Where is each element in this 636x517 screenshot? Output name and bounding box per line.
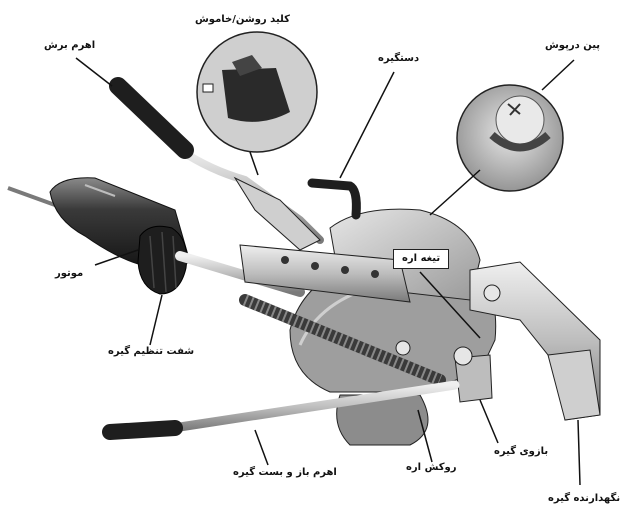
label-clamp-holder: نگهدارنده گیره [548, 493, 621, 504]
clamp-holder-shape [469, 261, 601, 421]
label-clamp-adjust-shaft: شفت تنظیم گیره [108, 346, 195, 357]
power-cable [7, 186, 56, 207]
clamp-lever [102, 380, 460, 440]
spring [239, 294, 446, 386]
clamp-adjust-knob [137, 225, 188, 295]
pivot-pin [453, 346, 473, 366]
pivot-pin-2 [395, 340, 411, 356]
label-lid-pin: پین درپوش [545, 40, 601, 51]
label-cutting-lever: اهرم برش [44, 40, 96, 51]
leader-lines [75, 57, 581, 486]
label-clamp-open-close-lever: اهرم باز و بست گیره [233, 467, 337, 478]
switch-inset [196, 31, 318, 153]
carry-handle [307, 178, 361, 220]
upper-plate [239, 244, 411, 303]
label-handle: دستگیره [378, 53, 420, 64]
label-saw-cover: روکش اره [406, 462, 457, 473]
label-switch: کلید روشن/خاموش [195, 14, 290, 25]
label-clamp-jaw: بازوی گیره [494, 446, 549, 457]
pivot-pin-3 [483, 284, 501, 302]
label-saw-blade: تیغه اره [393, 249, 450, 269]
base-foot [336, 394, 429, 446]
label-motor: موتور [55, 268, 84, 279]
cutting-lever [109, 77, 324, 251]
lid-pin-inset [456, 84, 564, 192]
